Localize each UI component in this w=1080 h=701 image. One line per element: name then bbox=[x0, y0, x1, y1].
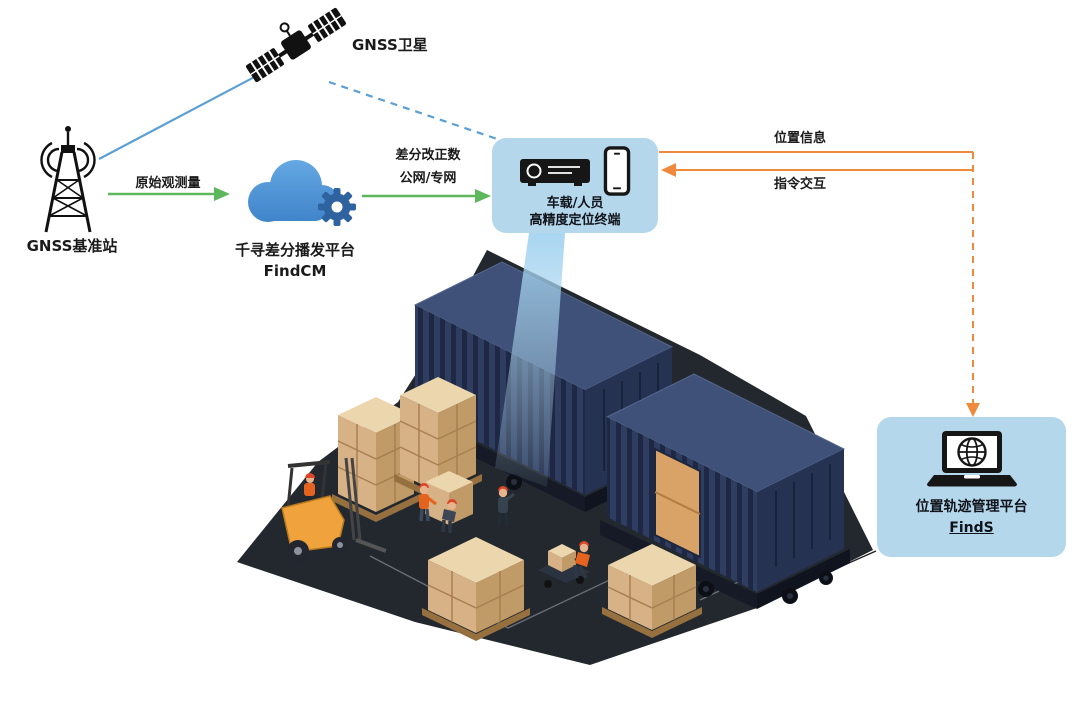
worker-1 bbox=[419, 483, 437, 522]
position-info-label: 位置信息 bbox=[773, 131, 826, 146]
terminal-icons bbox=[518, 146, 632, 196]
worker-3 bbox=[497, 486, 515, 527]
pallet-stack-right bbox=[394, 377, 482, 502]
raw-observation-label: 原始观测量 bbox=[135, 176, 201, 191]
gnss-satellite-icon bbox=[246, 7, 346, 83]
link-satellite-to-terminal bbox=[328, 80, 504, 143]
container-truck-2 bbox=[600, 373, 850, 609]
smartphone-icon bbox=[603, 146, 631, 196]
corrections-label-line1: 差分改正数 bbox=[395, 148, 461, 163]
platform-product: FindS bbox=[949, 520, 994, 536]
link-position-info-arrow bbox=[659, 151, 980, 417]
base-station-icon bbox=[40, 126, 96, 233]
command-exchange-label: 指令交互 bbox=[773, 177, 826, 192]
forklift-driver bbox=[304, 473, 315, 496]
terminal-label-line2: 高精度定位终端 bbox=[529, 212, 621, 228]
gear-icon bbox=[318, 188, 356, 226]
cloud-gear-icon bbox=[248, 160, 356, 226]
link-command-arrow bbox=[661, 163, 973, 177]
worker-4 bbox=[573, 541, 590, 579]
platform-node: 位置轨迹管理平台 FindS bbox=[877, 417, 1066, 557]
terminal-node: 车载/人员 高精度定位终端 bbox=[492, 138, 658, 233]
link-raw-observation-arrow bbox=[108, 187, 230, 201]
cloud-platform-product: FindCM bbox=[263, 262, 327, 280]
positioning-beam bbox=[495, 233, 565, 487]
link-satellite-to-base bbox=[98, 72, 263, 160]
corrections-label-line2: 公网/专网 bbox=[399, 171, 457, 186]
receiver-icon bbox=[520, 159, 590, 186]
link-corrections-arrow bbox=[362, 189, 491, 203]
carton-stack-bottom-right bbox=[602, 544, 702, 638]
forklift-icon bbox=[281, 457, 387, 562]
carton-stack-bottom-left bbox=[422, 537, 530, 641]
satellite-label: GNSS卫星 bbox=[352, 36, 428, 54]
platform-name: 位置轨迹管理平台 bbox=[915, 499, 1028, 515]
base-station-label: GNSS基准站 bbox=[26, 237, 118, 255]
laptop-globe-icon bbox=[926, 431, 1017, 487]
worker-2 bbox=[441, 499, 457, 533]
cloud-platform-name: 千寻差分播发平台 bbox=[234, 241, 355, 259]
terminal-label-line1: 车载/人员 bbox=[546, 196, 604, 211]
